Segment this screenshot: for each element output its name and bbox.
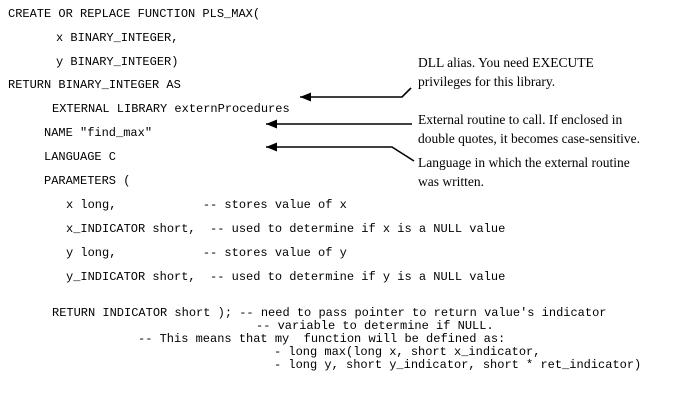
code-line: RETURN BINARY_INTEGER AS [8,78,181,92]
annotation-dll-alias: DLL alias. You need EXECUTE privileges f… [418,55,594,89]
code-line: -- This means that my function will be d… [138,332,506,346]
annotation-language-written: Language in which the external routine w… [418,155,630,189]
code-line: y_INDICATOR short, -- used to determine … [66,270,506,284]
leader-language-written [266,146,415,162]
code-line: NAME "find_max" [44,126,153,140]
leader-external-routine-arrowhead-icon [266,119,277,129]
code-line: x BINARY_INTEGER, [56,31,179,45]
annotation-external-routine: External routine to call. If enclosed in… [418,112,640,146]
code-line: y BINARY_INTEGER) [56,55,179,69]
code-line: LANGUAGE C [44,150,117,164]
leader-language-written-arrowhead-icon [266,142,277,152]
code-line: CREATE OR REPLACE FUNCTION PLS_MAX( [8,7,261,21]
code-line: - long max(long x, short x_indicator, [274,345,541,359]
leader-dll-alias [300,87,412,98]
code-line: -- variable to determine if NULL. [256,319,494,333]
leader-dll-alias-arrowhead-icon [300,92,311,102]
code-line: PARAMETERS ( [44,174,131,188]
code-line: x long, -- stores value of x [66,198,347,212]
code-line: x_INDICATOR short, -- used to determine … [66,222,506,236]
code-line: RETURN INDICATOR short ); -- need to pas… [52,306,607,320]
code-line: - long y, short y_indicator, short * ret… [274,358,642,372]
code-line: y long, -- stores value of y [66,246,347,260]
code-line: EXTERNAL LIBRARY externProcedures [52,102,290,116]
